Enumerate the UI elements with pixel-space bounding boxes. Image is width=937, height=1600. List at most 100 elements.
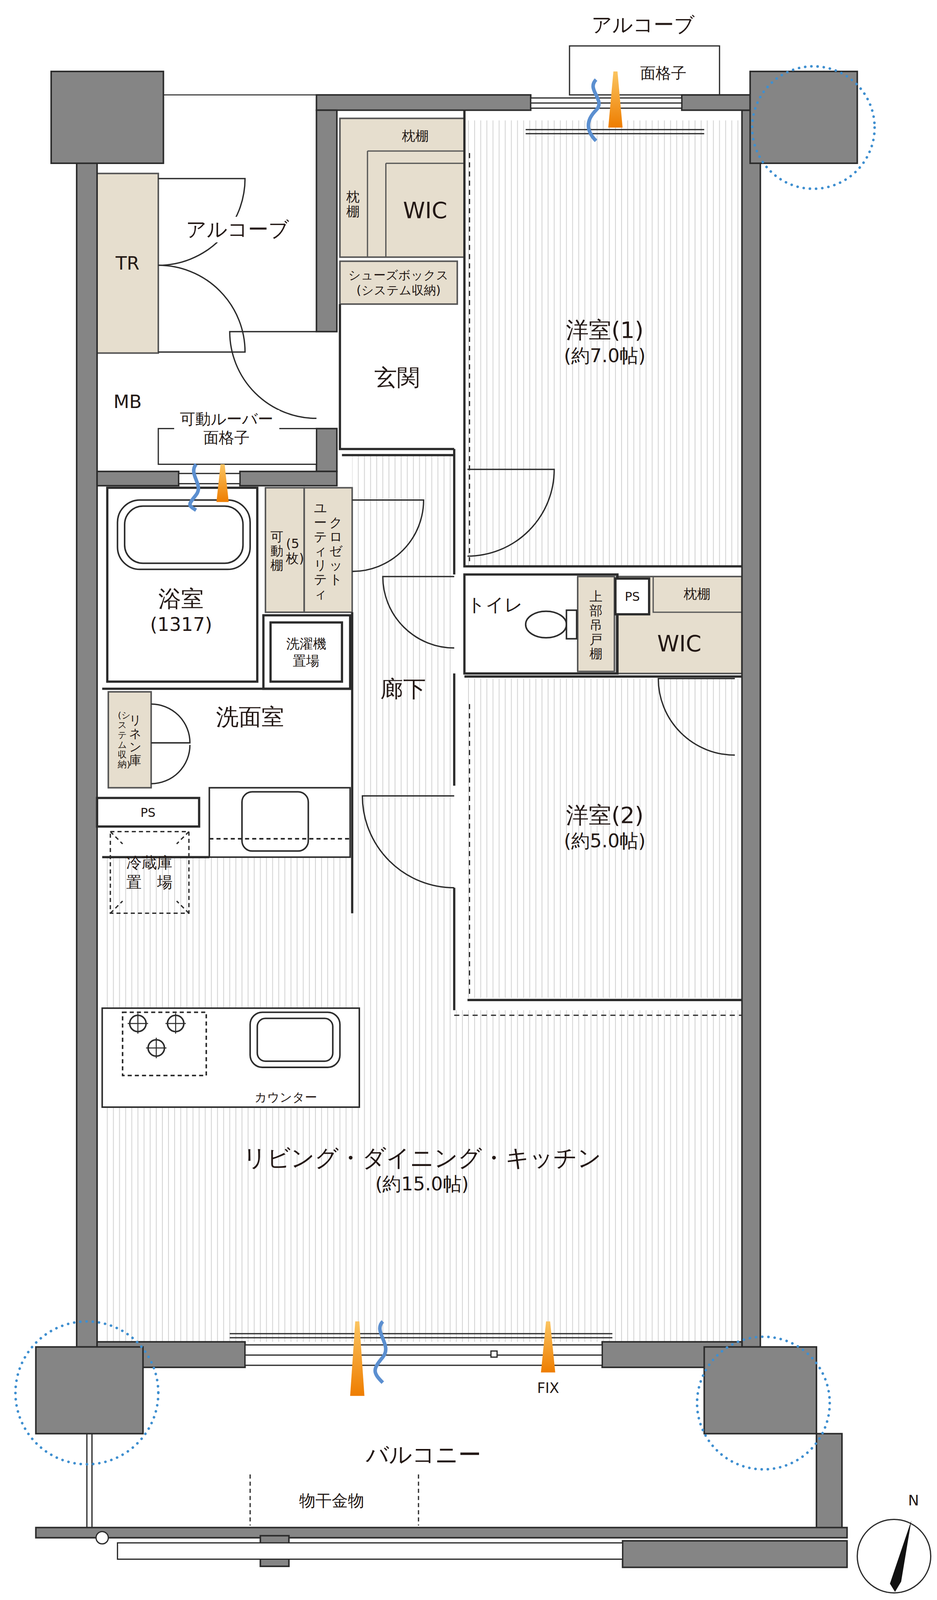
column — [51, 71, 164, 164]
interior-wall — [453, 673, 456, 1011]
walk-in-closet: WIC — [618, 615, 741, 672]
washer-space: 洗濯機 置場 — [267, 619, 346, 685]
flooring — [467, 678, 742, 998]
column-marker — [15, 66, 875, 1470]
door-swing — [229, 331, 317, 419]
interior-wall — [351, 612, 354, 914]
bathtub — [117, 500, 251, 570]
hallway: 廊下 — [354, 658, 452, 720]
window — [96, 1531, 109, 1544]
meter-box: MB — [99, 371, 157, 433]
room-name: (約5.0帖) — [563, 829, 646, 853]
room-name: リネン庫 — [129, 713, 142, 767]
north-mark: N — [908, 1491, 920, 1510]
column-marker — [752, 66, 875, 189]
door-swing — [658, 678, 735, 756]
kitchen — [257, 1018, 333, 1062]
interior-wall — [467, 998, 742, 1002]
wall — [316, 94, 532, 111]
window — [117, 1542, 623, 1559]
interior-wall — [454, 1014, 743, 1016]
interior-wall — [107, 487, 257, 682]
interior-wall — [270, 622, 342, 682]
entrance-hall: 玄関 — [341, 336, 453, 419]
closet-shelf — [367, 151, 465, 257]
ventilation-arrow — [588, 79, 599, 141]
interior-wall — [102, 687, 353, 691]
wall — [816, 1433, 843, 1536]
room-name: クロゼット — [329, 515, 343, 588]
interior-wall — [341, 453, 454, 457]
linen-closet: リネン庫(システム収納) — [108, 692, 152, 789]
fridge-space — [110, 831, 190, 914]
door-swing — [362, 795, 455, 888]
room-name: PS — [140, 805, 156, 821]
room-name: (約15.0帖) — [375, 1172, 469, 1197]
column — [35, 1347, 143, 1434]
flooring — [102, 857, 743, 1342]
adjustable-shelf: 可動棚(5枚) — [265, 490, 305, 613]
door-swing — [382, 576, 455, 648]
balcony: バルコニー — [142, 1423, 705, 1486]
closet-shelf — [616, 576, 742, 674]
fridge-space — [110, 831, 190, 914]
closet — [339, 261, 458, 305]
room-name: (1317) — [150, 613, 213, 637]
wall-cabinet: 上部吊戸棚 — [577, 578, 615, 672]
kitchen — [102, 1008, 360, 1108]
window — [178, 473, 240, 484]
interior-wall — [468, 153, 471, 562]
window — [525, 133, 705, 135]
ventilation-arrow — [608, 71, 623, 128]
closet — [577, 576, 615, 672]
interior-wall — [163, 94, 317, 96]
room-name: 洗濯機 置場 — [284, 635, 329, 670]
closet — [97, 173, 159, 353]
room-name: シューズボックス (システム収納) — [338, 267, 459, 298]
room-name: 玄関 — [374, 363, 420, 392]
window — [229, 1332, 613, 1335]
pillow-shelf-note: 枕棚 — [683, 585, 711, 603]
vanity — [209, 787, 351, 858]
door-swing — [151, 178, 735, 888]
wall — [76, 163, 98, 1348]
room-name: リビング・ダイニング・キッチン — [242, 1143, 602, 1173]
interior-wall — [464, 574, 618, 674]
wall — [316, 110, 337, 332]
closet — [339, 118, 465, 258]
room-name: アルコーブ — [184, 216, 291, 243]
room-name: TR — [115, 252, 140, 275]
bathtub — [124, 506, 244, 564]
alcove: アルコーブ — [163, 204, 312, 256]
wall — [681, 94, 750, 111]
wall — [742, 110, 761, 1347]
pipe-space: PS — [97, 798, 199, 827]
room-name: トイレ — [466, 593, 523, 617]
vanity — [209, 837, 351, 840]
counter: カウンター — [214, 1085, 358, 1109]
closet — [97, 118, 742, 789]
room-name: MB — [113, 390, 142, 414]
room-name: 洋室(1) — [565, 315, 644, 345]
toilet — [525, 611, 567, 638]
room-name: (システム収納) — [117, 710, 127, 770]
room-name: 上部吊戸棚 — [589, 589, 603, 661]
compass — [889, 1520, 912, 1592]
interior-wall — [97, 94, 742, 1016]
interior-wall — [453, 449, 456, 575]
ventilation-arrow — [216, 464, 229, 503]
interior-wall — [615, 578, 650, 615]
column-marker — [697, 1336, 830, 1470]
wall — [35, 1527, 847, 1538]
ventilation-arrow — [189, 464, 199, 511]
closet-shelf — [367, 151, 742, 674]
window — [86, 45, 720, 1559]
window — [490, 1351, 497, 1358]
fixed-window-note: FIX — [537, 1379, 560, 1397]
room-name: PS — [624, 589, 640, 605]
drying-rack — [250, 1474, 419, 1526]
kitchen — [250, 1012, 340, 1068]
toilet — [566, 610, 577, 639]
room-name: 廊下 — [380, 674, 426, 704]
